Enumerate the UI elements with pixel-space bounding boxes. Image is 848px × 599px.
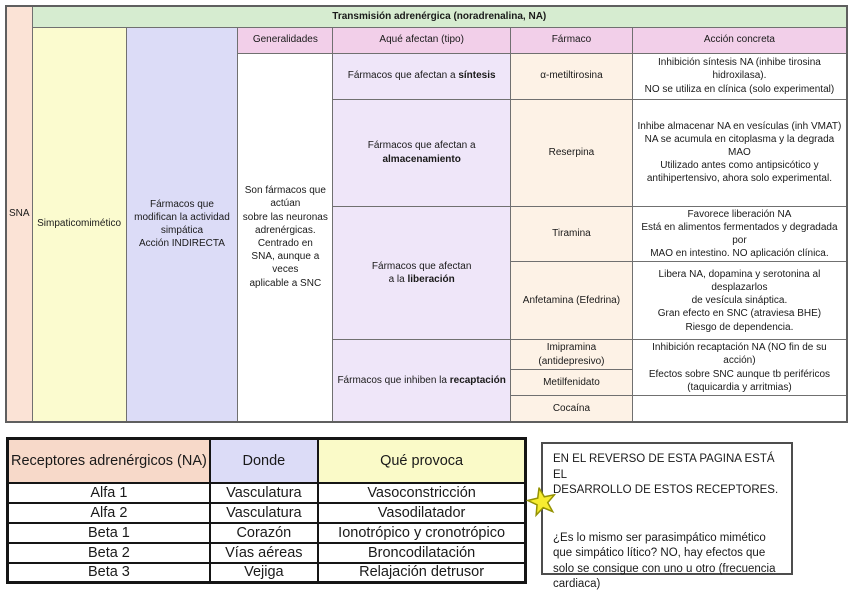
tipo-keyword: recaptación [449, 374, 506, 386]
receptor-cell: Corazón [208, 521, 319, 544]
table-row: Beta 3 Vejiga Relajación detrusor [6, 561, 527, 584]
accion-cell-tiramina: Favorece liberación NA Está en alimentos… [631, 205, 848, 263]
receptor-cell: Beta 2 [6, 541, 211, 564]
receptor-cell: Beta 1 [6, 521, 211, 544]
receptor-cell: Vasculatura [208, 481, 319, 504]
table-row: Beta 2 Vías aéreas Broncodilatación [6, 541, 527, 564]
mechanism-cell: Fármacos que modifican la actividad simp… [125, 26, 239, 422]
farmaco-cell-reserpina: Reserpina [510, 98, 633, 207]
receptor-cell: Vías aéreas [208, 541, 319, 564]
accion-cell-empty [631, 395, 848, 422]
farmaco-cell-anfetamina: Anfetamina (Efedrina) [510, 261, 633, 341]
header-farmaco: Fármaco [510, 26, 633, 54]
sna-cell: SNA [5, 5, 33, 422]
farmaco-cell-metilfenidato: Metilfenidato [510, 368, 633, 397]
table-row: Beta 1 Corazón Ionotrópico y cronotrópic… [6, 521, 527, 544]
tipo-keyword: síntesis [458, 70, 496, 82]
receptor-cell: Broncodilatación [316, 541, 527, 564]
header-tipo: Aqué afectan (tipo) [332, 26, 512, 54]
receptors-table: Receptores adrenérgicos (NA) Donde Qué p… [6, 437, 528, 584]
receptor-cell: Vasodilatador [316, 501, 527, 524]
farmaco-cell-tiramina: Tiramina [510, 205, 633, 263]
receptor-cell: Alfa 1 [6, 481, 211, 504]
receptors-header-donde: Donde [208, 437, 319, 484]
table-row: Alfa 2 Vasculatura Vasodilatador [6, 501, 527, 524]
tipo-cell-recaptacion: Fármacos que inhiben la recaptación [332, 339, 512, 422]
accion-cell-almacenamiento: Inhibe almacenar NA en vesículas (inh VM… [631, 98, 848, 207]
receptor-cell: Alfa 2 [6, 501, 211, 524]
header-generalidades: Generalidades [237, 26, 334, 54]
accion-cell-anfetamina: Libera NA, dopamina y serotonina al desp… [631, 261, 848, 341]
receptor-cell: Ionotrópico y cronotrópico [316, 521, 527, 544]
note-box: EN EL REVERSO DE ESTA PAGINA ESTÁ EL DES… [541, 442, 793, 590]
star-icon [525, 485, 557, 518]
receptors-header-name: Receptores adrenérgicos (NA) [6, 437, 211, 484]
farmaco-cell-imipramina: Imipramina (antidepresivo) [510, 339, 633, 370]
accion-cell-sintesis: Inhibición síntesis NA (inhibe tirosina … [631, 52, 848, 100]
tipo-prefix: Fármacos que afectan a [347, 70, 459, 82]
receptor-cell: Vejiga [208, 561, 319, 584]
tipo-cell-almacenamiento: Fármacos que afectan a almacenamiento [332, 98, 512, 207]
receptor-cell: Vasoconstricción [316, 481, 527, 504]
category-cell: Simpaticomimético [31, 26, 127, 422]
header-accion: Acción concreta [631, 26, 848, 54]
farmaco-cell-cocaina: Cocaína [510, 395, 633, 422]
tipo-prefix: Fármacos que afectan a la [371, 260, 472, 285]
receptor-cell: Relajación detrusor [316, 561, 527, 584]
note-line-2: ¿Es lo mismo ser parasimpático mimético … [553, 531, 776, 591]
generalidades-body-cell: Son fármacos que actúan sobre las neuron… [237, 52, 334, 422]
tipo-keyword: liberación [407, 273, 455, 285]
tipo-keyword: almacenamiento [382, 153, 461, 165]
table-row: Alfa 1 Vasculatura Vasoconstricción [6, 481, 527, 504]
farmaco-cell-metiltirosina: α-metiltirosina [510, 52, 633, 100]
tipo-cell-sintesis: Fármacos que afectan a síntesis [332, 52, 512, 100]
receptor-cell: Beta 3 [6, 561, 211, 584]
table-title: Transmisión adrenérgica (noradrenalina, … [31, 5, 848, 28]
note-line-1: EN EL REVERSO DE ESTA PAGINA ESTÁ EL DES… [553, 453, 779, 497]
tipo-prefix: Fármacos que afectan a [367, 140, 476, 152]
adrenergic-transmission-table: SNA Transmisión adrenérgica (noradrenali… [5, 5, 848, 423]
accion-cell-recaptacion: Inhibición recaptación NA (NO fin de su … [631, 339, 848, 396]
receptor-cell: Vasculatura [208, 501, 319, 524]
receptors-header-provoca: Qué provoca [316, 437, 527, 484]
tipo-prefix: Fármacos que inhiben la [337, 374, 450, 386]
tipo-cell-liberacion: Fármacos que afectan a la liberación [332, 205, 512, 341]
